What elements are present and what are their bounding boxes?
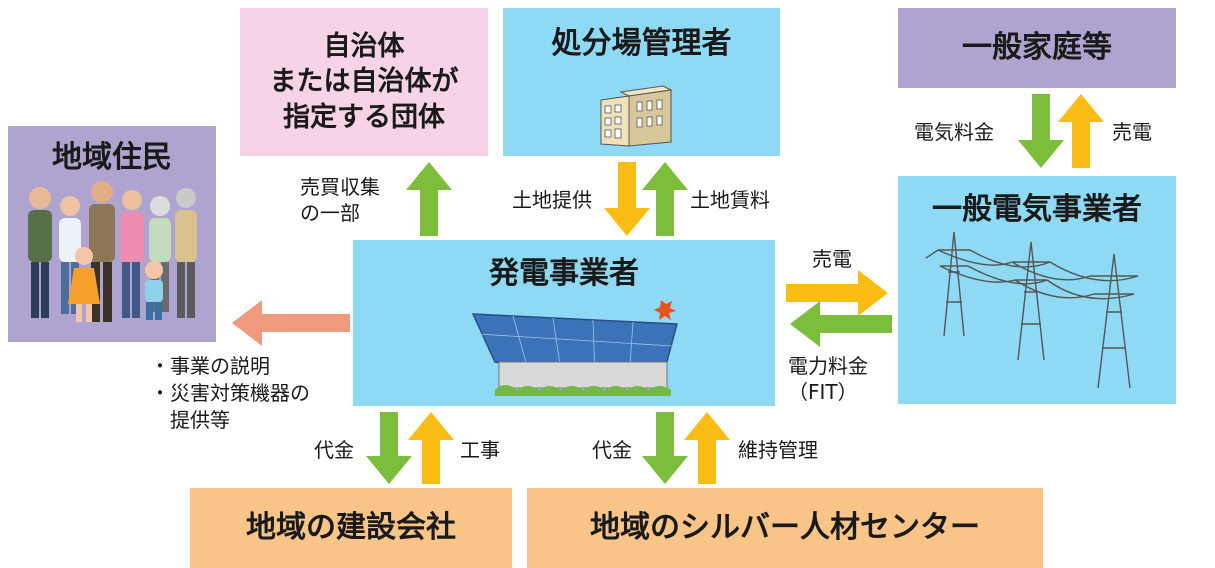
label-to-residents-line1: ・事業の説明 [150, 354, 270, 378]
label-to-residents-line3: 提供等 [150, 408, 230, 432]
residents-box: 地域住民 [8, 126, 216, 342]
silver-center-box: 地域のシルバー人材センター [527, 488, 1043, 568]
landfill-title: 処分場管理者 [551, 26, 732, 61]
label-to-municipality-line2: の一部 [300, 201, 360, 225]
transmission-towers-illustration [925, 231, 1139, 389]
silver-center-title: 地域のシルバー人材センター [590, 510, 980, 546]
label-land-provide: 土地提供 [512, 188, 592, 212]
label-to-residents-line2: ・災害対策機器の [150, 381, 310, 405]
label-to-municipality-line1: 売買収集 [300, 175, 380, 199]
construction-title: 地域の建設会社 [246, 510, 456, 546]
arrow-sell-power [786, 270, 888, 316]
generator-box: 発電事業者 [353, 240, 775, 406]
municipality-title-line1: 自治体 [323, 30, 405, 62]
arrow-land-rent [642, 162, 688, 236]
label-sell-power: 売電 [812, 247, 852, 271]
municipality-title-line2: または自治体が [269, 66, 459, 98]
label-power-fee-line2: （FIT） [788, 380, 858, 404]
arrow-silver-work [684, 412, 730, 484]
residents-title: 地域住民 [52, 140, 172, 175]
family-illustration [28, 181, 197, 322]
households-title: 一般家庭等 [962, 30, 1112, 66]
label-silver-pay: 代金 [592, 438, 632, 462]
utility-box: 一般電気事業者 [898, 176, 1176, 404]
label-power-fee-line1: 電力料金 [788, 354, 868, 378]
households-box: 一般家庭等 [898, 8, 1176, 88]
arrow-household-fee [1018, 94, 1064, 168]
utility-title: 一般電気事業者 [932, 192, 1142, 227]
arrow-silver-pay [642, 412, 688, 484]
construction-box: 地域の建設会社 [190, 488, 512, 568]
solar-panel-illustration [471, 300, 678, 396]
arrow-household-sell [1058, 94, 1104, 168]
arrow-construction-pay [366, 412, 412, 484]
municipality-box: 自治体 または自治体が 指定する団体 [240, 8, 488, 156]
building-illustration [600, 85, 673, 147]
municipality-title-line3: 指定する団体 [283, 101, 445, 133]
arrow-land-provide [604, 162, 650, 236]
label-land-rent: 土地賃料 [690, 188, 770, 212]
generator-title: 発電事業者 [489, 256, 639, 291]
label-household-sell: 売電 [1112, 120, 1152, 144]
label-household-fee: 電気料金 [914, 120, 994, 144]
arrow-power-fee [790, 301, 892, 347]
label-construction-pay: 代金 [314, 438, 354, 462]
landfill-box: 処分場管理者 [503, 8, 780, 156]
arrow-up-to-municipality [406, 162, 452, 236]
label-silver-work: 維持管理 [738, 438, 818, 462]
arrow-construction-work [408, 412, 454, 484]
family-children [68, 247, 163, 322]
arrow-to-residents [232, 300, 350, 346]
label-construction-work: 工事 [460, 438, 500, 462]
